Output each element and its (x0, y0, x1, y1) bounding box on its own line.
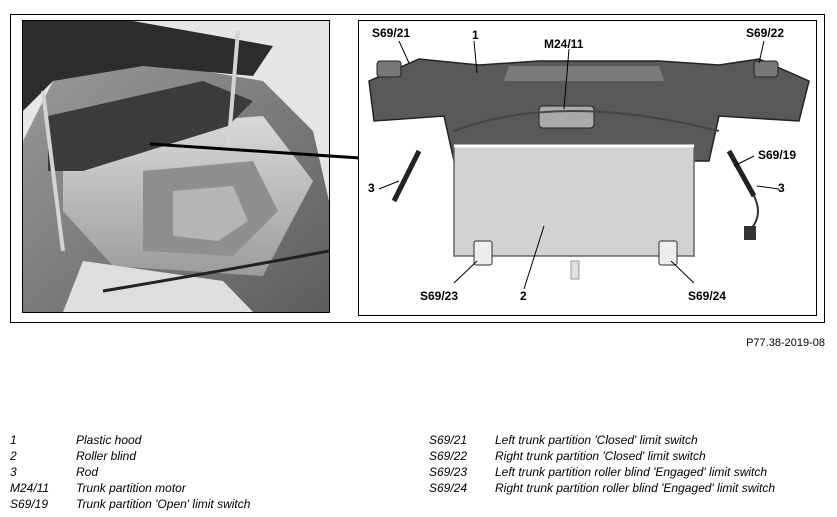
legend-desc: Rod (76, 465, 99, 479)
legend-code: S69/24 (429, 481, 468, 495)
callout-s69-23: S69/23 (420, 289, 459, 303)
legend-item: M24/11 Trunk partition motor (10, 480, 390, 496)
legend-item: S69/22 Right trunk partition 'Closed' li… (429, 448, 829, 464)
legend-code: M24/11 (10, 481, 50, 495)
switch-s69-23 (473, 240, 493, 266)
switch-s69-19 (744, 226, 756, 240)
legend-item: 2 Roller blind (10, 448, 390, 464)
vehicle-trunk-photo (22, 20, 330, 313)
switch-s69-21 (376, 60, 402, 78)
callout-s69-19: S69/19 (758, 148, 797, 162)
roller-blind (453, 145, 695, 257)
legend-desc: Plastic hood (76, 433, 142, 447)
legend-left: 1 Plastic hood 2 Roller blind 3 Rod M24/… (10, 432, 390, 512)
figure-frame (10, 14, 825, 323)
legend-code: S69/19 (10, 497, 49, 511)
legend-desc: Right trunk partition 'Closed' limit swi… (495, 449, 706, 463)
rod-right (726, 149, 757, 198)
figure-id: P77.38-2019-08 (746, 337, 825, 349)
legend-item: 1 Plastic hood (10, 432, 390, 448)
legend-desc: Trunk partition motor (76, 481, 186, 495)
callout-3-right: 3 (778, 181, 785, 195)
vehicle-trunk-drawing (23, 21, 329, 312)
legend-item: S69/21 Left trunk partition 'Closed' lim… (429, 432, 829, 448)
legend-item: 3 Rod (10, 464, 390, 480)
legend-code: 2 (10, 449, 17, 463)
trunk-partition-drawing (359, 21, 816, 315)
switch-s69-24 (658, 240, 678, 266)
legend-item: S69/23 Left trunk partition roller blind… (429, 464, 829, 480)
legend-item: S69/19 Trunk partition 'Open' limit swit… (10, 496, 390, 512)
switch-s69-22 (753, 60, 779, 78)
legend-code: 1 (10, 433, 17, 447)
rod-left (391, 149, 422, 203)
trunk-partition-diagram (358, 20, 817, 316)
legend-desc: Roller blind (76, 449, 137, 463)
callout-s69-24: S69/24 (688, 289, 727, 303)
plastic-hood-photo (48, 81, 253, 171)
legend-code: S69/23 (429, 465, 468, 479)
callout-3-left: 3 (368, 181, 375, 195)
callout-2: 2 (520, 289, 527, 303)
trunk-lid (23, 21, 273, 111)
callout-m24-11: M24/11 (544, 37, 584, 51)
callout-s69-22: S69/22 (746, 26, 785, 40)
legend-desc: Left trunk partition roller blind 'Engag… (495, 465, 768, 479)
callout-1: 1 (472, 28, 479, 42)
legend-code: 3 (10, 465, 17, 479)
legend-code: S69/21 (429, 433, 468, 447)
legend-item: S69/24 Right trunk partition roller blin… (429, 480, 829, 496)
partition-motor (538, 105, 595, 129)
callout-s69-21: S69/21 (372, 26, 411, 40)
legend-desc: Right trunk partition roller blind 'Enga… (495, 481, 776, 495)
legend-right: S69/21 Left trunk partition 'Closed' lim… (429, 432, 829, 496)
pointer-line (150, 142, 361, 160)
legend-code: S69/22 (429, 449, 468, 463)
legend-desc: Trunk partition 'Open' limit switch (76, 497, 251, 511)
legend-desc: Left trunk partition 'Closed' limit swit… (495, 433, 698, 447)
